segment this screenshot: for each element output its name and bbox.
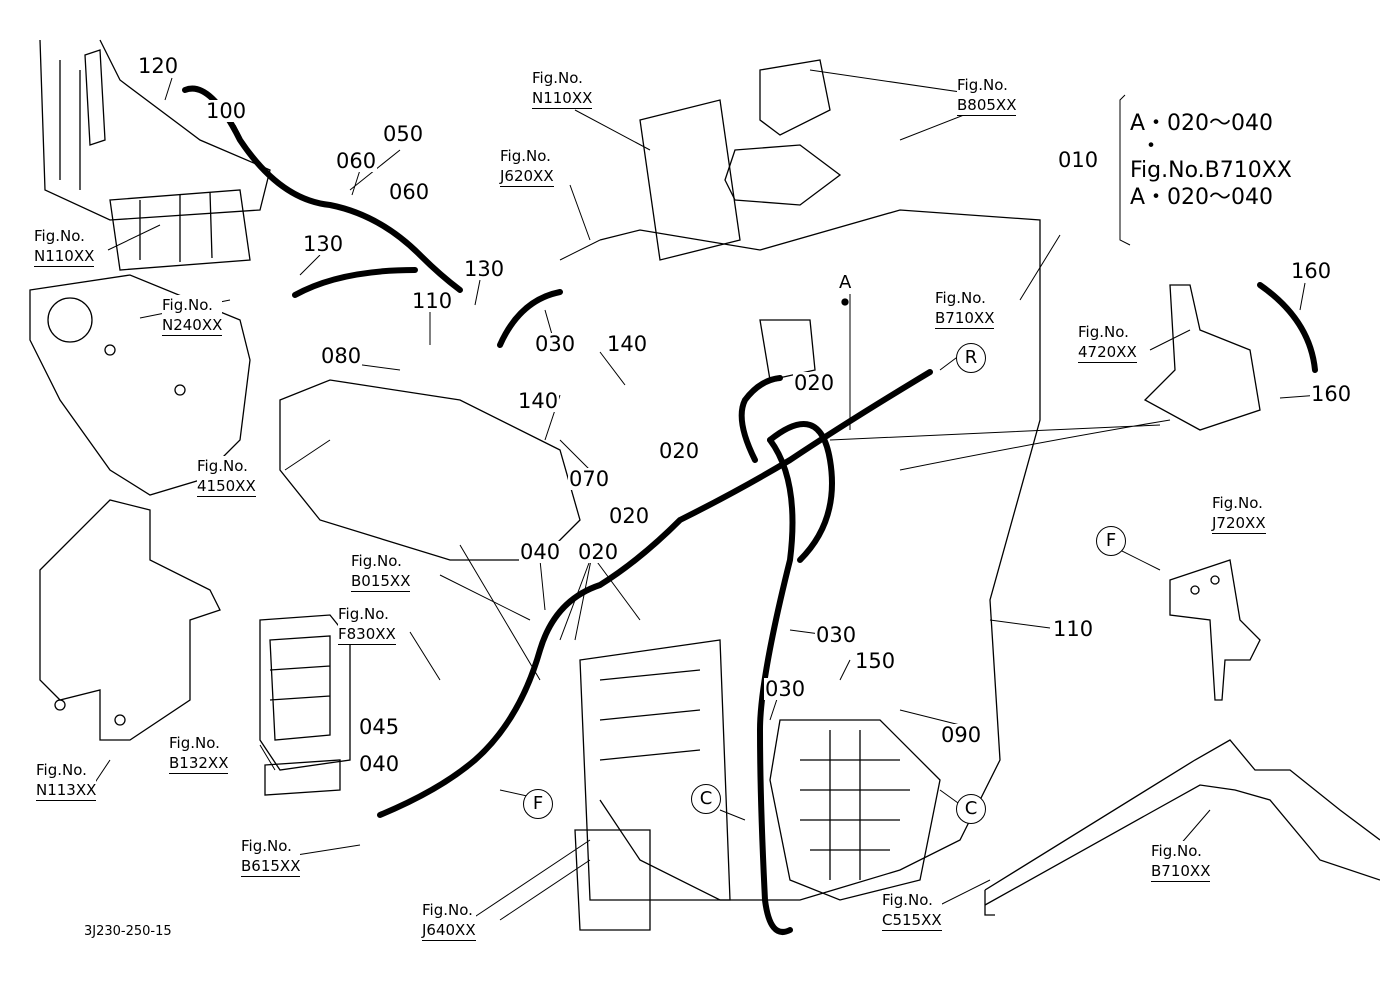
part-number: 040 (358, 752, 401, 776)
part-number: 030 (815, 623, 858, 647)
part-number: 090 (940, 723, 983, 747)
connection-marker-c: C (691, 784, 721, 814)
part-number: 030 (764, 677, 807, 701)
part-number-assembly: 010 (1057, 148, 1100, 172)
part-number: 020 (658, 439, 701, 463)
controller-unit (259, 614, 351, 796)
figure-ref[interactable]: Fig.No.B132XX (169, 733, 229, 774)
figure-ref[interactable]: Fig.No.B710XX (935, 288, 995, 329)
assembly-note-line: Fig.No.B710XX (1130, 158, 1292, 183)
part-number: 140 (517, 389, 560, 413)
part-number: 020 (577, 540, 620, 564)
part-number: 130 (302, 232, 345, 256)
figure-ref[interactable]: Fig.No.4720XX (1078, 322, 1137, 363)
bracket-4720 (1143, 284, 1261, 431)
connection-marker-r: R (956, 343, 986, 373)
part-number: 080 (320, 344, 363, 368)
part-number: 045 (358, 715, 401, 739)
figure-ref[interactable]: Fig.No.N240XX (162, 295, 223, 336)
part-number: 140 (606, 332, 649, 356)
figure-ref[interactable]: Fig.No.B710XX (1151, 841, 1211, 882)
part-number: 110 (1052, 617, 1095, 641)
point-a-marker (841, 298, 849, 306)
document-id: 3J230-250-15 (84, 924, 172, 939)
figure-ref[interactable]: Fig.No.C515XX (882, 890, 942, 931)
figure-ref[interactable]: Fig.No.J620XX (500, 146, 554, 187)
figure-ref[interactable]: Fig.No.N110XX (532, 68, 593, 109)
figure-ref[interactable]: Fig.No.N113XX (36, 760, 97, 801)
figure-ref[interactable]: Fig.No.J640XX (422, 900, 476, 941)
wiring-harness (182, 85, 1318, 935)
part-number: 070 (568, 467, 611, 491)
part-number: 160 (1310, 382, 1353, 406)
assembly-note: A・020～040 ・ Fig.No.B710XX A・020～040 (1130, 110, 1292, 211)
part-number: 030 (534, 332, 577, 356)
bracket-j720 (1169, 559, 1261, 701)
part-number: 100 (205, 99, 248, 123)
bracket-b710-lower (984, 739, 1380, 916)
connection-marker-f: F (1096, 526, 1126, 556)
figure-ref[interactable]: Fig.No.4150XX (197, 456, 256, 497)
transmission-housing (279, 209, 1041, 931)
figure-ref[interactable]: Fig.No.J720XX (1212, 493, 1266, 534)
part-number: 020 (608, 504, 651, 528)
assembly-note-line: ・ (1140, 134, 1163, 159)
figure-ref[interactable]: Fig.No.B805XX (957, 75, 1017, 116)
lower-left-frame (39, 499, 221, 741)
figure-ref[interactable]: Fig.No.B615XX (241, 836, 301, 877)
part-number: 040 (519, 540, 562, 564)
part-number: 050 (382, 122, 425, 146)
figure-ref[interactable]: Fig.No.F830XX (338, 604, 396, 645)
part-number: 110 (411, 289, 454, 313)
connection-marker-c: C (956, 794, 986, 824)
point-a-label: A (838, 272, 853, 294)
part-number: 130 (463, 257, 506, 281)
part-number: 160 (1290, 259, 1333, 283)
connection-marker-f: F (523, 789, 553, 819)
part-number: 150 (854, 649, 897, 673)
figure-ref[interactable]: Fig.No.B015XX (351, 551, 411, 592)
connector-assembly-top (639, 59, 842, 381)
figure-ref[interactable]: Fig.No.N110XX (34, 226, 95, 267)
part-number: 020 (793, 371, 836, 395)
part-number: 060 (335, 149, 378, 173)
assembly-note-line: A・020～040 (1130, 111, 1274, 136)
part-number: 060 (388, 180, 431, 204)
leader-lines (89, 69, 1321, 921)
part-number: 120 (137, 54, 180, 78)
assembly-note-line: A・020～040 (1130, 185, 1274, 210)
cab-frame (39, 39, 271, 271)
